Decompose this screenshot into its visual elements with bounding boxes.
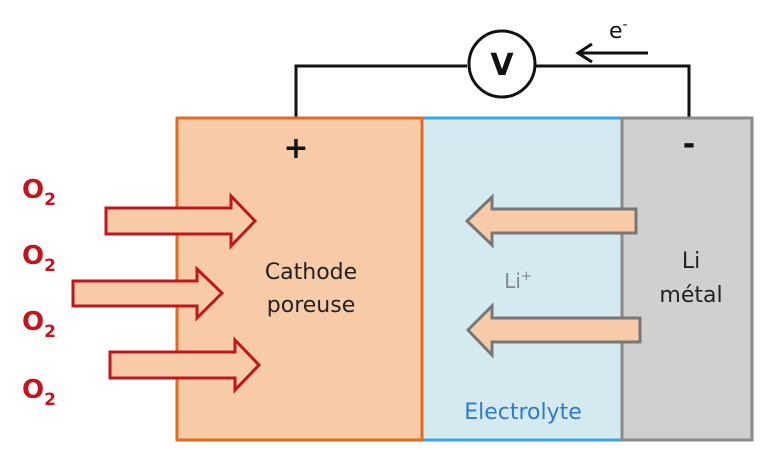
voltmeter-label: V bbox=[490, 48, 514, 83]
oxygen-label: O2 bbox=[22, 375, 56, 410]
oxygen-arrows bbox=[71, 192, 262, 394]
voltmeter: V bbox=[467, 29, 537, 99]
lithium-ion-arrows bbox=[464, 193, 642, 359]
lithium-ion-arrow bbox=[464, 193, 638, 249]
anode-label-line1: Li bbox=[682, 249, 700, 274]
electrolyte-region bbox=[422, 118, 622, 440]
lithium-ion-arrow bbox=[465, 302, 642, 359]
oxygen-label: O2 bbox=[22, 307, 56, 342]
oxygen-label: O2 bbox=[22, 241, 56, 276]
oxygen-arrow bbox=[71, 265, 225, 322]
lithium-ion-label: Li+ bbox=[504, 269, 532, 293]
cathode-porous bbox=[175, 116, 424, 442]
anode-label-line2: métal bbox=[659, 283, 722, 308]
circuit-wire-right bbox=[533, 64, 691, 118]
electrolyte-label: Electrolyte bbox=[464, 400, 582, 425]
negative-terminal: - bbox=[683, 127, 695, 162]
positive-terminal: + bbox=[283, 131, 308, 166]
electron-label: e- bbox=[609, 17, 628, 44]
cathode-label-line2: poreuse bbox=[267, 293, 355, 318]
oxygen-label: O2 bbox=[22, 175, 56, 210]
electron-flow-arrow bbox=[575, 42, 648, 64]
circuit-wire bbox=[294, 64, 467, 118]
cathode-label-line1: Cathode bbox=[265, 260, 357, 285]
anode-li-metal bbox=[620, 116, 754, 442]
oxygen-arrow bbox=[108, 336, 262, 394]
oxygen-arrow bbox=[104, 192, 258, 250]
